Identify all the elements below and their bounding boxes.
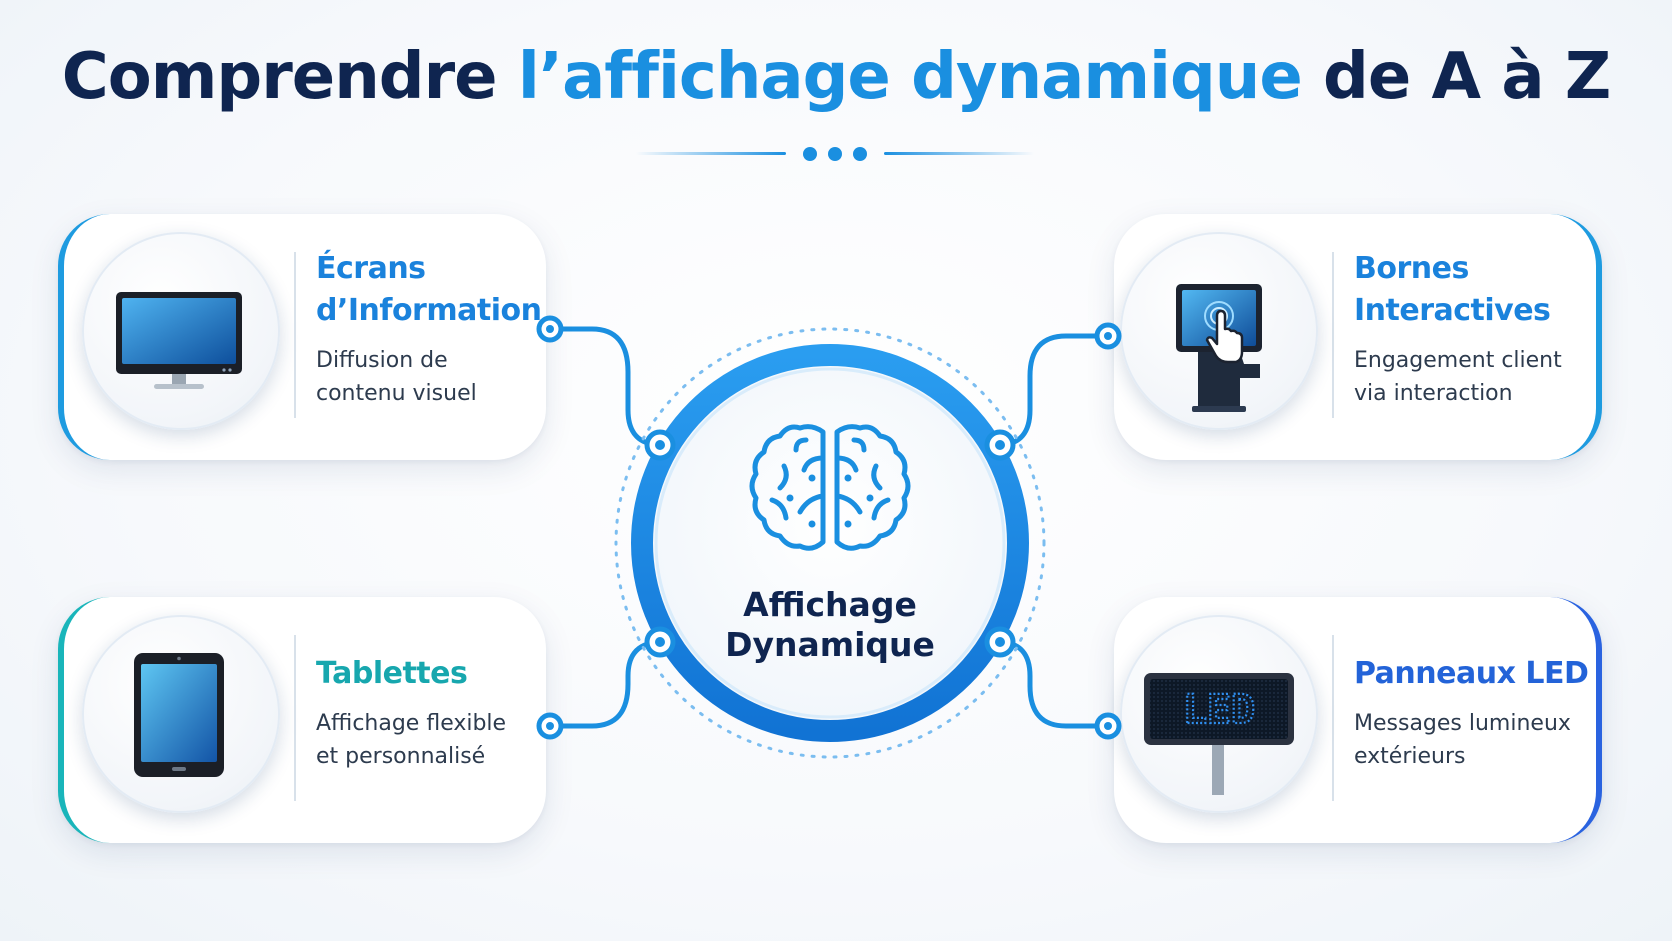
card-title-line: Bornes (1354, 251, 1469, 286)
hub-ring (631, 344, 1029, 742)
hub-label-line-1: Affichage (743, 585, 917, 624)
card-separator (1332, 252, 1334, 418)
card-title-line: Interactives (1354, 293, 1551, 328)
card-ecrans-information[interactable]: Écrans d’Information Diffusion de conten… (58, 214, 546, 460)
title-part-2: de A à Z (1301, 40, 1611, 114)
card-desc-line: Affichage flexible (316, 711, 507, 736)
hub-dotted-ring (614, 327, 1046, 759)
card-title: Écrans d’Information (316, 248, 556, 332)
card-title-line: Panneaux LED (1354, 656, 1589, 691)
brain-icon (749, 424, 911, 551)
card-title: Panneaux LED (1354, 653, 1594, 695)
title-highlight: l’affichage dynamique (517, 40, 1303, 114)
card-title: Tablettes (316, 653, 556, 695)
card-title: Bornes Interactives (1354, 248, 1594, 332)
card-title-line: d’Information (316, 293, 542, 328)
card-title-line: Tablettes (316, 656, 468, 691)
card-panneaux-led[interactable]: Panneaux LED Messages lumineux extérieur… (1114, 597, 1602, 843)
hub-label: Affichage Dynamique (680, 585, 980, 665)
connector-top-right (997, 333, 1109, 448)
icon-circle (82, 232, 280, 430)
card-desc-line: extérieurs (1354, 744, 1466, 769)
hub-label-line-2: Dynamique (725, 625, 935, 664)
monitor-icon (116, 292, 242, 389)
card-desc-line: contenu visuel (316, 381, 477, 406)
kiosk-touch-icon (1176, 284, 1262, 412)
card-tablettes[interactable]: Tablettes Affichage flexible et personna… (58, 597, 546, 843)
card-description: Diffusion de contenu visuel (316, 344, 556, 410)
connector-top-left (549, 326, 663, 448)
tablet-icon (134, 653, 224, 777)
led-sign-icon: LED (1144, 673, 1294, 795)
card-separator (294, 252, 296, 418)
card-separator (294, 635, 296, 801)
connector-bottom-left (549, 639, 663, 729)
title-part-1: Comprendre (61, 40, 518, 114)
card-desc-line: Engagement client (1354, 348, 1562, 373)
card-desc-line: via interaction (1354, 381, 1513, 406)
icon-circle (82, 615, 280, 813)
card-desc-line: et personnalisé (316, 744, 486, 769)
connector-bottom-right (997, 639, 1109, 729)
card-separator (1332, 635, 1334, 801)
page-title: Comprendre l’affichage dynamique de A à … (0, 40, 1672, 114)
card-desc-line: Messages lumineux (1354, 711, 1571, 736)
hub-inner-ring (654, 367, 1006, 719)
card-description: Affichage flexible et personnalisé (316, 707, 556, 773)
icon-circle: LED (1120, 615, 1318, 813)
card-title-line: Écrans (316, 251, 426, 286)
led-sign-text: LED (1183, 687, 1255, 733)
card-desc-line: Diffusion de (316, 348, 448, 373)
card-bornes-interactives[interactable]: Bornes Interactives Engagement client vi… (1114, 214, 1602, 460)
icon-circle (1120, 232, 1318, 430)
card-description: Engagement client via interaction (1354, 344, 1594, 410)
card-description: Messages lumineux extérieurs (1354, 707, 1594, 773)
